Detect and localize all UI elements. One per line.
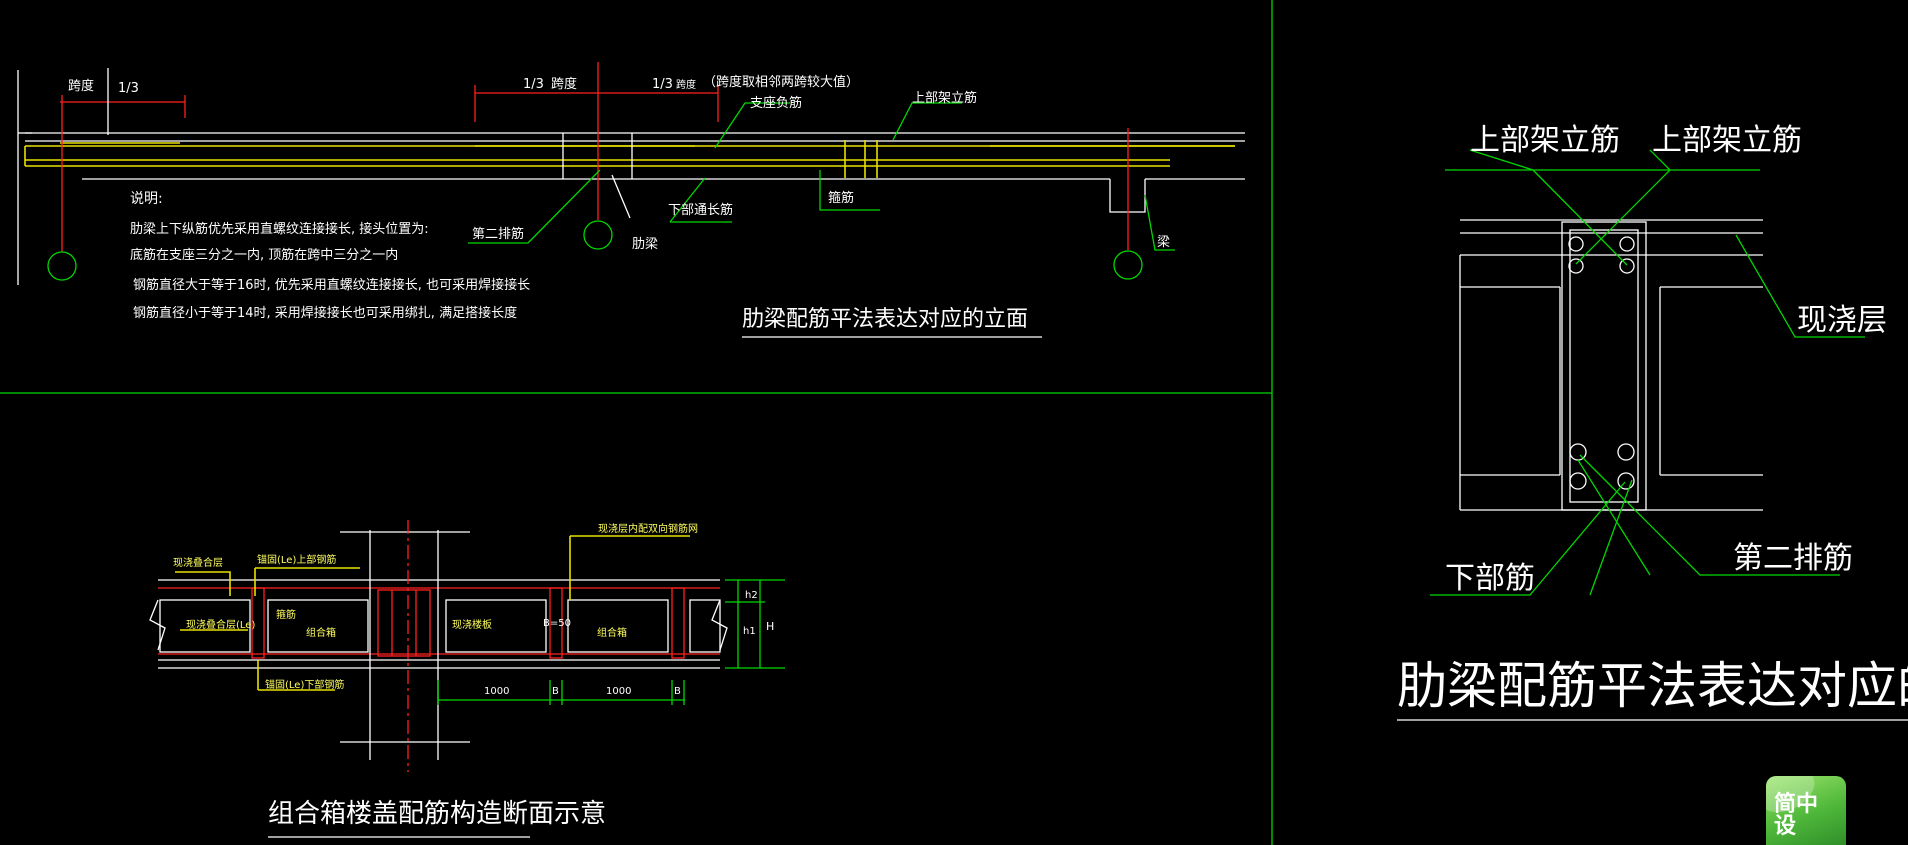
- dim-1000-a: 1000: [484, 686, 509, 697]
- section-label-cast-layer: 现浇层: [1797, 303, 1887, 338]
- box-floor-section: [149, 520, 785, 838]
- note-line-1: 肋梁上下纵筋优先采用直螺纹连接接长, 接头位置为:: [130, 221, 429, 237]
- label-second-row: 第二排筋: [472, 226, 524, 242]
- section-label-bottom: 下部筋: [1445, 561, 1535, 596]
- section-label-top-left: 上部架立筋: [1470, 123, 1620, 158]
- dim-one-third-left: 1/3: [118, 81, 139, 96]
- label-rib-beam: 肋梁: [632, 237, 658, 252]
- logo-text: 简中设: [1774, 792, 1819, 839]
- box-label-b: 锚固(Le)上部钢筋: [257, 553, 336, 566]
- box-label-c: 现浇层内配双向钢筋网: [598, 522, 698, 535]
- dim-span-mid: 跨度: [551, 76, 577, 92]
- section-view: [1397, 149, 1908, 721]
- dim-b-b: B: [674, 686, 681, 697]
- elevation-title: 肋梁配筋平法表达对应的立面: [742, 307, 1028, 332]
- note-line-2: 底筋在支座三分之一内, 顶筋在跨中三分之一内: [130, 247, 398, 263]
- section-title: 肋梁配筋平法表达对应的断面: [1397, 657, 1908, 715]
- box-label-i: 组合箱: [597, 626, 627, 639]
- label-support-negative: 支座负筋: [750, 95, 802, 111]
- section-label-top-right: 上部架立筋: [1652, 123, 1802, 158]
- box-label-d: 现浇叠合层(Le): [186, 618, 255, 631]
- dim-1000-b: 1000: [606, 686, 631, 697]
- label-beam: 梁: [1157, 235, 1170, 250]
- label-stirrup: 箍筋: [828, 190, 854, 206]
- dim-note: （跨度取相邻两跨较大值）: [703, 74, 859, 90]
- dim-note-small: 跨度: [676, 78, 696, 91]
- box-label-j: 锚固(Le)下部钢筋: [265, 678, 344, 691]
- note-line-4: 钢筋直径小于等于14时, 采用焊接接长也可采用绑扎, 满足搭接长度: [133, 305, 517, 321]
- dim-H: H: [766, 620, 774, 633]
- dim-one-third-right: 1/3: [652, 77, 673, 92]
- note-line-3: 钢筋直径大于等于16时, 优先采用直螺纹连接接长, 也可采用焊接接长: [133, 277, 530, 293]
- label-top-erection: 上部架立筋: [912, 90, 977, 106]
- dim-b-a: B: [552, 686, 559, 697]
- box-label-g: 现浇楼板: [452, 618, 492, 631]
- box-label-e: 箍筋: [276, 608, 296, 621]
- logo-badge: 简中设: [1766, 776, 1846, 845]
- dim-h1: h1: [743, 626, 756, 637]
- notes-title: 说明:: [130, 191, 163, 207]
- dim-one-third-mid: 1/3: [523, 77, 544, 92]
- box-label-h: B=50: [543, 618, 571, 629]
- dim-h2: h2: [745, 590, 758, 601]
- elevation-view: [17, 62, 1245, 338]
- box-floor-title: 组合箱楼盖配筋构造断面示意: [268, 799, 606, 829]
- label-bottom-through: 下部通长筋: [668, 202, 733, 218]
- section-label-second-row: 第二排筋: [1733, 541, 1853, 576]
- dim-span-left: 跨度: [68, 78, 94, 94]
- box-label-a: 现浇叠合层: [173, 556, 223, 569]
- box-label-f: 组合箱: [306, 626, 336, 639]
